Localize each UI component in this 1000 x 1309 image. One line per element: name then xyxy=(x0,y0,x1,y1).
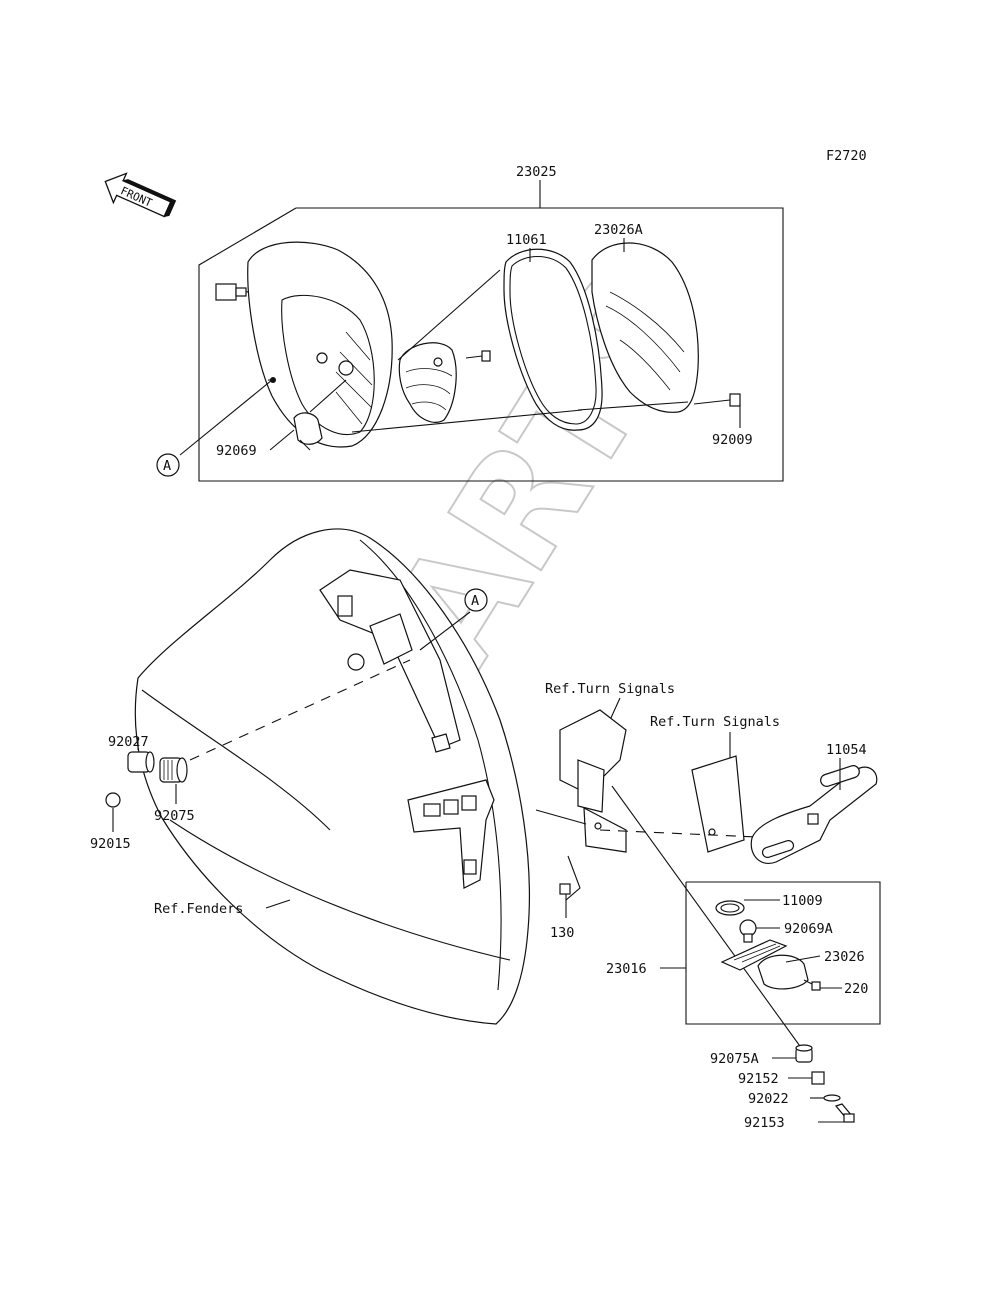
callout-a-bottom xyxy=(464,588,488,612)
part-label-92152: 92152 xyxy=(738,1071,779,1087)
callout-a-bottom-label: A xyxy=(471,593,479,609)
part-label-92027: 92027 xyxy=(108,734,149,750)
tail-light-assembly: 23025 11061 23026A 92009 xyxy=(156,164,784,482)
part-label-92075A: 92075A xyxy=(710,1051,759,1067)
lamp-subassembly-frame xyxy=(685,881,881,1025)
part-label-92022: 92022 xyxy=(748,1091,789,1107)
part-label-23025: 23025 xyxy=(516,164,557,180)
part-label-92015: 92015 xyxy=(90,836,131,852)
part-label-92153: 92153 xyxy=(744,1115,785,1131)
part-label-220: 220 xyxy=(844,981,868,997)
front-arrow-icon: FRONT xyxy=(104,172,177,218)
part-label-92075: 92075 xyxy=(154,808,195,824)
reflector xyxy=(398,342,457,423)
part-label-23016: 23016 xyxy=(606,961,647,977)
ref-fenders: Ref.Fenders xyxy=(154,901,243,917)
part-label-23026: 23026 xyxy=(824,949,865,965)
part-label-23026A: 23026A xyxy=(594,222,643,238)
figure-code: F2720 xyxy=(826,148,867,164)
part-label-11009: 11009 xyxy=(782,893,823,909)
part-label-92069: 92069 xyxy=(216,443,257,459)
gasket xyxy=(503,248,603,431)
license-bracket-assembly: Ref.Turn Signals Ref.Turn Signals 11054 … xyxy=(535,681,881,1131)
tail-lens xyxy=(591,242,699,413)
part-label-11054: 11054 xyxy=(826,742,867,758)
callout-a-top-label: A xyxy=(163,458,171,474)
callout-a-top xyxy=(156,453,180,477)
part-label-11061: 11061 xyxy=(506,232,547,248)
part-label-92069A: 92069A xyxy=(784,921,833,937)
part-label-130: 130 xyxy=(550,925,574,941)
rear-fender: Ref.Fenders xyxy=(134,528,530,1025)
assembly-frame xyxy=(198,207,784,482)
part-label-92009: 92009 xyxy=(712,432,753,448)
ref-turn-signals-1: Ref.Turn Signals xyxy=(545,681,675,697)
ref-turn-signals-2: Ref.Turn Signals xyxy=(650,714,780,730)
grommet-parts: 92027 92075 92015 xyxy=(90,734,195,852)
lamp-housing xyxy=(247,241,393,448)
